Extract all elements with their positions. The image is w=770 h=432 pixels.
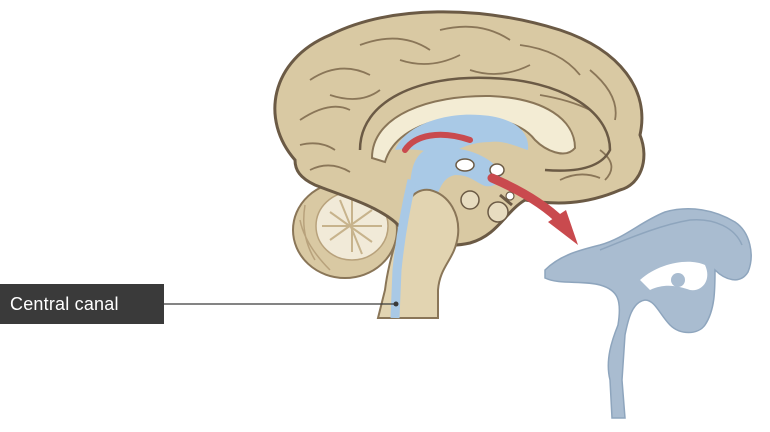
central-canal-label-text: Central canal <box>10 293 119 314</box>
brainstem <box>376 178 460 319</box>
red-arrow <box>487 173 578 245</box>
central-canal-point <box>393 301 399 307</box>
cerebrum <box>273 10 646 268</box>
central-canal-label: Central canal <box>0 284 164 324</box>
ventricle-model <box>544 208 752 419</box>
